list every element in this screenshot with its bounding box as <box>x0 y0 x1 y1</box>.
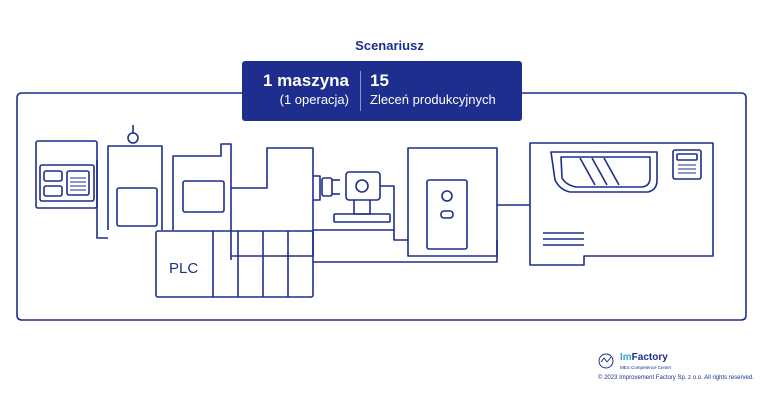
brand-tagline: MES Competence Center <box>620 365 672 370</box>
cnc-unit <box>529 142 714 266</box>
keypad-icon <box>70 177 86 191</box>
cabinet-unit <box>313 147 530 263</box>
orders-note: Zleceń produkcyjnych <box>370 92 496 107</box>
plc-cabinet <box>155 230 314 298</box>
imfactory-logo-icon <box>598 353 614 369</box>
brand-suffix: Factory <box>631 352 668 363</box>
machines-count: 1 maszyna <box>263 71 349 90</box>
banner-divider <box>360 71 361 111</box>
outer-frame <box>16 92 747 321</box>
press-unit <box>172 143 232 260</box>
spindle-unit <box>313 171 408 241</box>
copyright-notice: © 2023 Improvement Factory Sp. z o.o. Al… <box>598 375 754 381</box>
column-unit <box>231 147 314 257</box>
control-panel-icon <box>35 140 98 209</box>
scenario-heading: Scenariusz <box>355 38 424 53</box>
scenario-banner: 1 maszyna (1 operacja) 15 Zleceń produkc… <box>242 61 522 121</box>
gear-icon <box>672 149 702 180</box>
machines-note: (1 operacja) <box>279 92 349 107</box>
hoist-unit <box>107 125 163 230</box>
connector-1 <box>96 160 108 239</box>
brand-name: ImFactory <box>620 352 668 363</box>
orders-count: 15 <box>370 71 389 90</box>
brand-prefix: Im <box>620 352 632 363</box>
orders-block: 15 Zleceń produkcyjnych <box>370 71 496 109</box>
machines-block: 1 maszyna (1 operacja) <box>229 71 349 109</box>
plc-label: PLC <box>169 260 198 277</box>
